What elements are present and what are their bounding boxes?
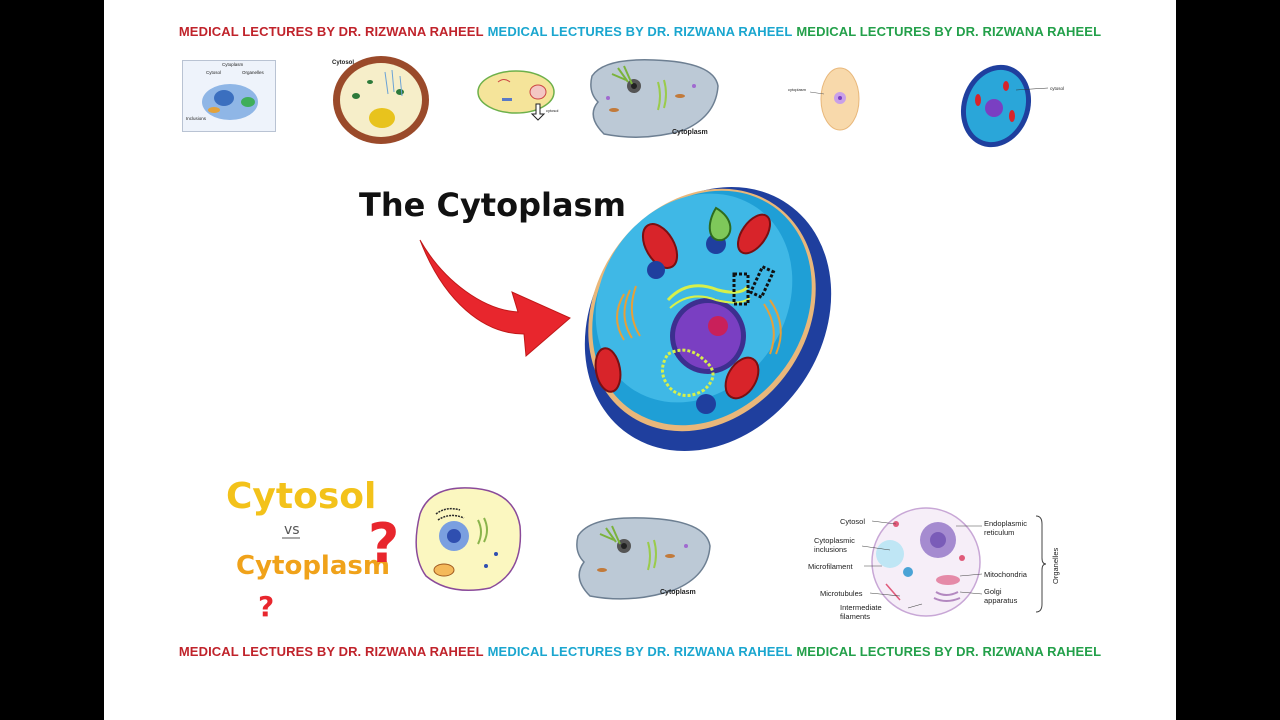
hand-text: Cytosol — [226, 476, 376, 517]
diagram-label: Intermediate — [840, 603, 882, 612]
diagram-label: Microfilament — [808, 562, 854, 571]
red-arrow-icon — [419, 239, 571, 358]
thumbnail-cytoplasm-figure: Cytoplasm Cytosol Organelles Inclusions — [182, 60, 276, 132]
bottom-yellow-cell — [415, 487, 522, 591]
diagram-label: Cytoplasmic — [814, 536, 855, 545]
thumbnail-yellow-cell: cytosol — [477, 70, 559, 121]
diagram-label: Organelles — [1051, 547, 1060, 584]
diagram-label: Golgi — [984, 587, 1002, 596]
diagram-label: filaments — [840, 612, 870, 621]
handwritten-cytosol-vs-cytoplasm: Cytosol vs Cytoplasm ? ? — [226, 476, 399, 622]
bottom-grey-cell: Cytoplasm — [576, 517, 711, 600]
thumb-label: Cytosol — [332, 60, 354, 66]
thumb-label: Cytoplasm — [222, 62, 244, 67]
thumb-label: cytosol — [1050, 86, 1064, 91]
thumbnail-plant-cell: Cytosol — [332, 56, 429, 144]
diagram-label: reticulum — [984, 528, 1014, 537]
thumbnail-pale-cell: cytoplasm — [788, 67, 860, 131]
diagram-label: apparatus — [984, 596, 1018, 605]
diagram-label: Microtubules — [820, 589, 863, 598]
thumb-label: Cytoplasm — [672, 129, 708, 136]
thumb-label: cytosol — [546, 108, 559, 113]
banner-text: MEDICAL LECTURES BY DR. RIZWANA RAHEEL — [796, 644, 1102, 659]
thumbnail-grey-cell: Cytoplasm — [590, 59, 719, 138]
banner-text: MEDICAL LECTURES BY DR. RIZWANA RAHEEL — [487, 644, 793, 659]
hand-text: vs — [284, 522, 300, 538]
page-title: The Cytoplasm — [359, 186, 626, 224]
banner-text: MEDICAL LECTURES BY DR. RIZWANA RAHEEL — [178, 24, 484, 39]
diagram-label: inclusions — [814, 545, 847, 554]
hand-text: Cytoplasm — [236, 551, 390, 581]
banner-text: MEDICAL LECTURES BY DR. RIZWANA RAHEEL — [487, 24, 793, 39]
organelle-diagram: Cytosol Cytoplasmic inclusions Microfila… — [808, 507, 1060, 621]
thumb-label: Cytoplasm — [660, 589, 696, 596]
main-cell-illustration — [584, 186, 832, 452]
thumb-label: Cytosol — [206, 70, 221, 75]
banner-text: MEDICAL LECTURES BY DR. RIZWANA RAHEEL — [178, 644, 484, 659]
question-mark: ? — [368, 512, 399, 575]
thumb-label: Inclusions — [186, 116, 207, 121]
thumbnail-blue-cell: cytosol — [960, 64, 1064, 148]
banner-text: MEDICAL LECTURES BY DR. RIZWANA RAHEEL — [796, 24, 1102, 39]
thumb-label: cytoplasm — [788, 87, 807, 92]
diagram-label: Endoplasmic — [984, 519, 1027, 528]
diagram-label: Cytosol — [840, 517, 865, 526]
question-mark: ? — [258, 590, 274, 622]
diagram-label: Mitochondria — [984, 570, 1028, 579]
thumb-label: Organelles — [242, 70, 265, 75]
